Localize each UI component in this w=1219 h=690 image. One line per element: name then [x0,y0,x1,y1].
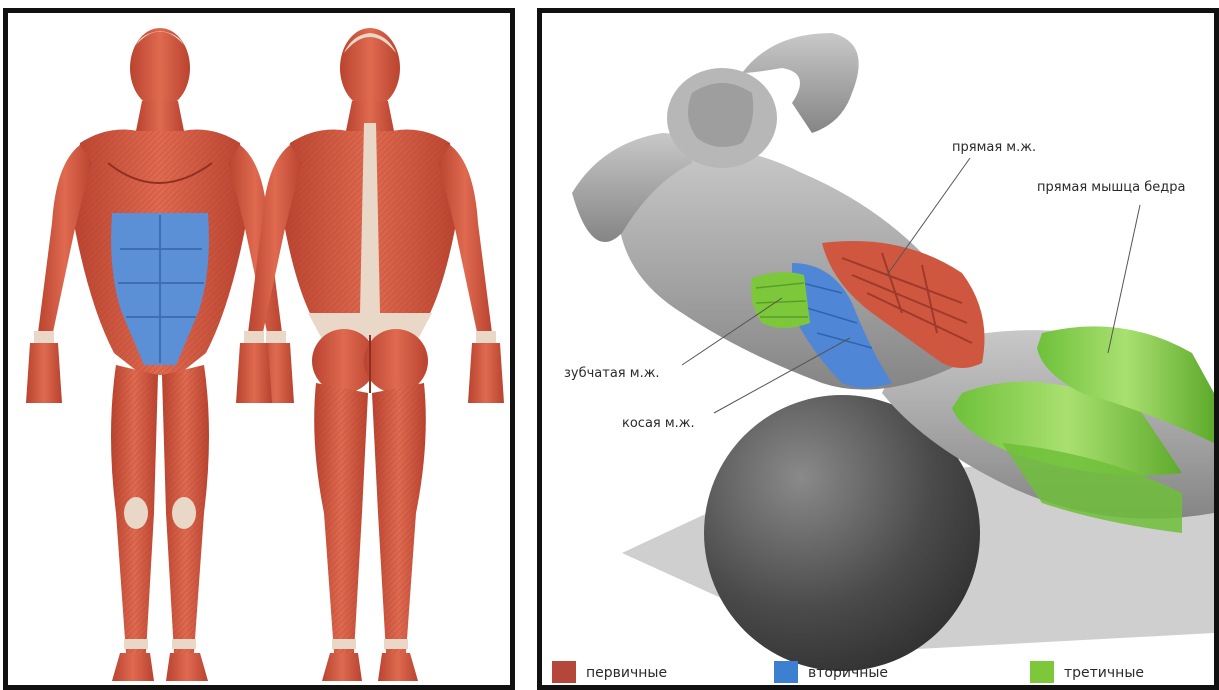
anatomy-figures [8,13,510,685]
legend: первичные вторичные третичные [552,661,1144,683]
label-oblique: косая м.ж. [622,416,695,431]
legend-label-primary: первичные [586,665,667,681]
label-rectus-abdominis: прямая м.ж. [952,140,1036,155]
legend-label-tertiary: третичные [1064,665,1144,681]
legend-label-secondary: вторичные [808,665,888,681]
legend-swatch-secondary [774,661,798,683]
label-rectus-femoris: прямая мышца бедра [1037,180,1185,195]
exercise-panel: прямая м.ж. прямая мышца бедра зубчатая … [537,8,1219,690]
anatomy-panel [3,8,515,690]
legend-swatch-tertiary [1030,661,1054,683]
label-serratus: зубчатая м.ж. [564,366,660,381]
legend-swatch-primary [552,661,576,683]
serratus-muscle [751,272,810,328]
exercise-diagram: прямая м.ж. прямая мышца бедра зубчатая … [542,13,1214,685]
